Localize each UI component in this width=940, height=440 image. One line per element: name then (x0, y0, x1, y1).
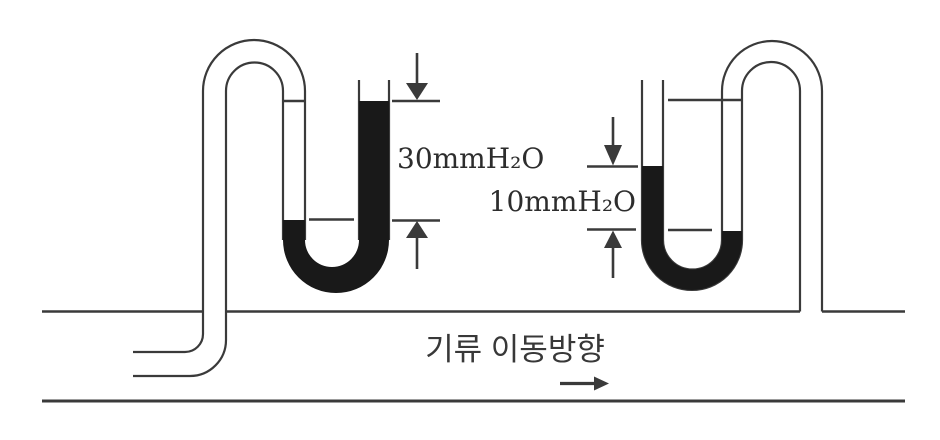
flow-direction-arrowhead-icon (594, 376, 609, 391)
right-manometer-reading-label: 10mmH₂O (489, 185, 636, 218)
left-manometer-fluid (283, 101, 389, 293)
reading-labels: 30mmH₂O 10mmH₂O (397, 142, 636, 218)
flow-direction-label: 기류 이동방향 (425, 332, 605, 367)
left-manometer-reading-label: 30mmH₂O (397, 142, 544, 175)
left-dim-bottom-arrowhead-icon (406, 221, 428, 238)
right-dimension-lines (587, 117, 638, 278)
right-dim-top-arrowhead-icon (604, 145, 622, 166)
level-ticks (283, 98, 742, 232)
left-pitot-wall-inner (133, 38, 307, 354)
duct-walls (42, 310, 905, 403)
right-tube-wall-inner (661, 39, 824, 312)
arrowheads (406, 83, 622, 391)
left-dimension-lines (392, 53, 440, 269)
left-pitot-wall-outer (133, 61, 285, 378)
manometer-fluid (283, 101, 742, 293)
right-dim-bottom-arrowhead-icon (604, 230, 622, 248)
left-dim-top-arrowhead-icon (406, 83, 428, 100)
left-pitot-tube (133, 38, 307, 378)
right-manometer-fluid (642, 166, 742, 290)
